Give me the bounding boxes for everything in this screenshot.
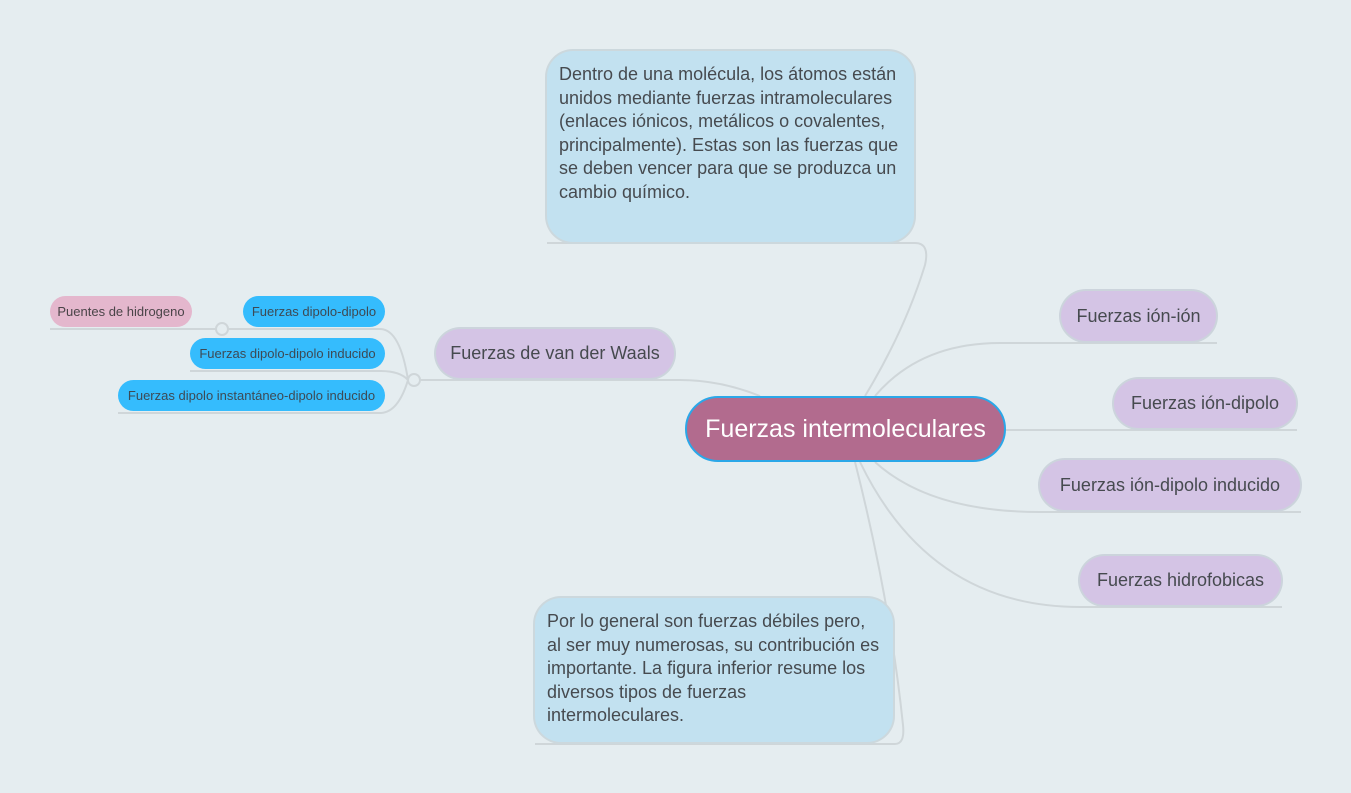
note-weak-forces[interactable]: Por lo general son fuerzas débiles pero,…: [535, 598, 893, 742]
branch-van-der-waals[interactable]: Fuerzas de van der Waals: [436, 329, 674, 378]
note-intramolecular[interactable]: Dentro de una molécula, los átomos están…: [547, 51, 914, 242]
node-dipolo-instantaneo[interactable]: Fuerzas dipolo instantáneo-dipolo induci…: [118, 380, 385, 411]
branch-ion-ion[interactable]: Fuerzas ión-ión: [1061, 291, 1216, 341]
node-dipolo-dipolo-inducido[interactable]: Fuerzas dipolo-dipolo inducido: [190, 338, 385, 369]
branch-ion-dipolo-inducido[interactable]: Fuerzas ión-dipolo inducido: [1040, 460, 1300, 510]
node-puentes-hidrogeno[interactable]: Puentes de hidrogeno: [50, 296, 192, 327]
branch-ion-dipolo[interactable]: Fuerzas ión-dipolo: [1114, 379, 1296, 428]
node-dipolo-dipolo[interactable]: Fuerzas dipolo-dipolo: [243, 296, 385, 327]
branch-hidrofobicas[interactable]: Fuerzas hidrofobicas: [1080, 556, 1281, 605]
central-topic[interactable]: Fuerzas intermoleculares: [685, 396, 1006, 462]
